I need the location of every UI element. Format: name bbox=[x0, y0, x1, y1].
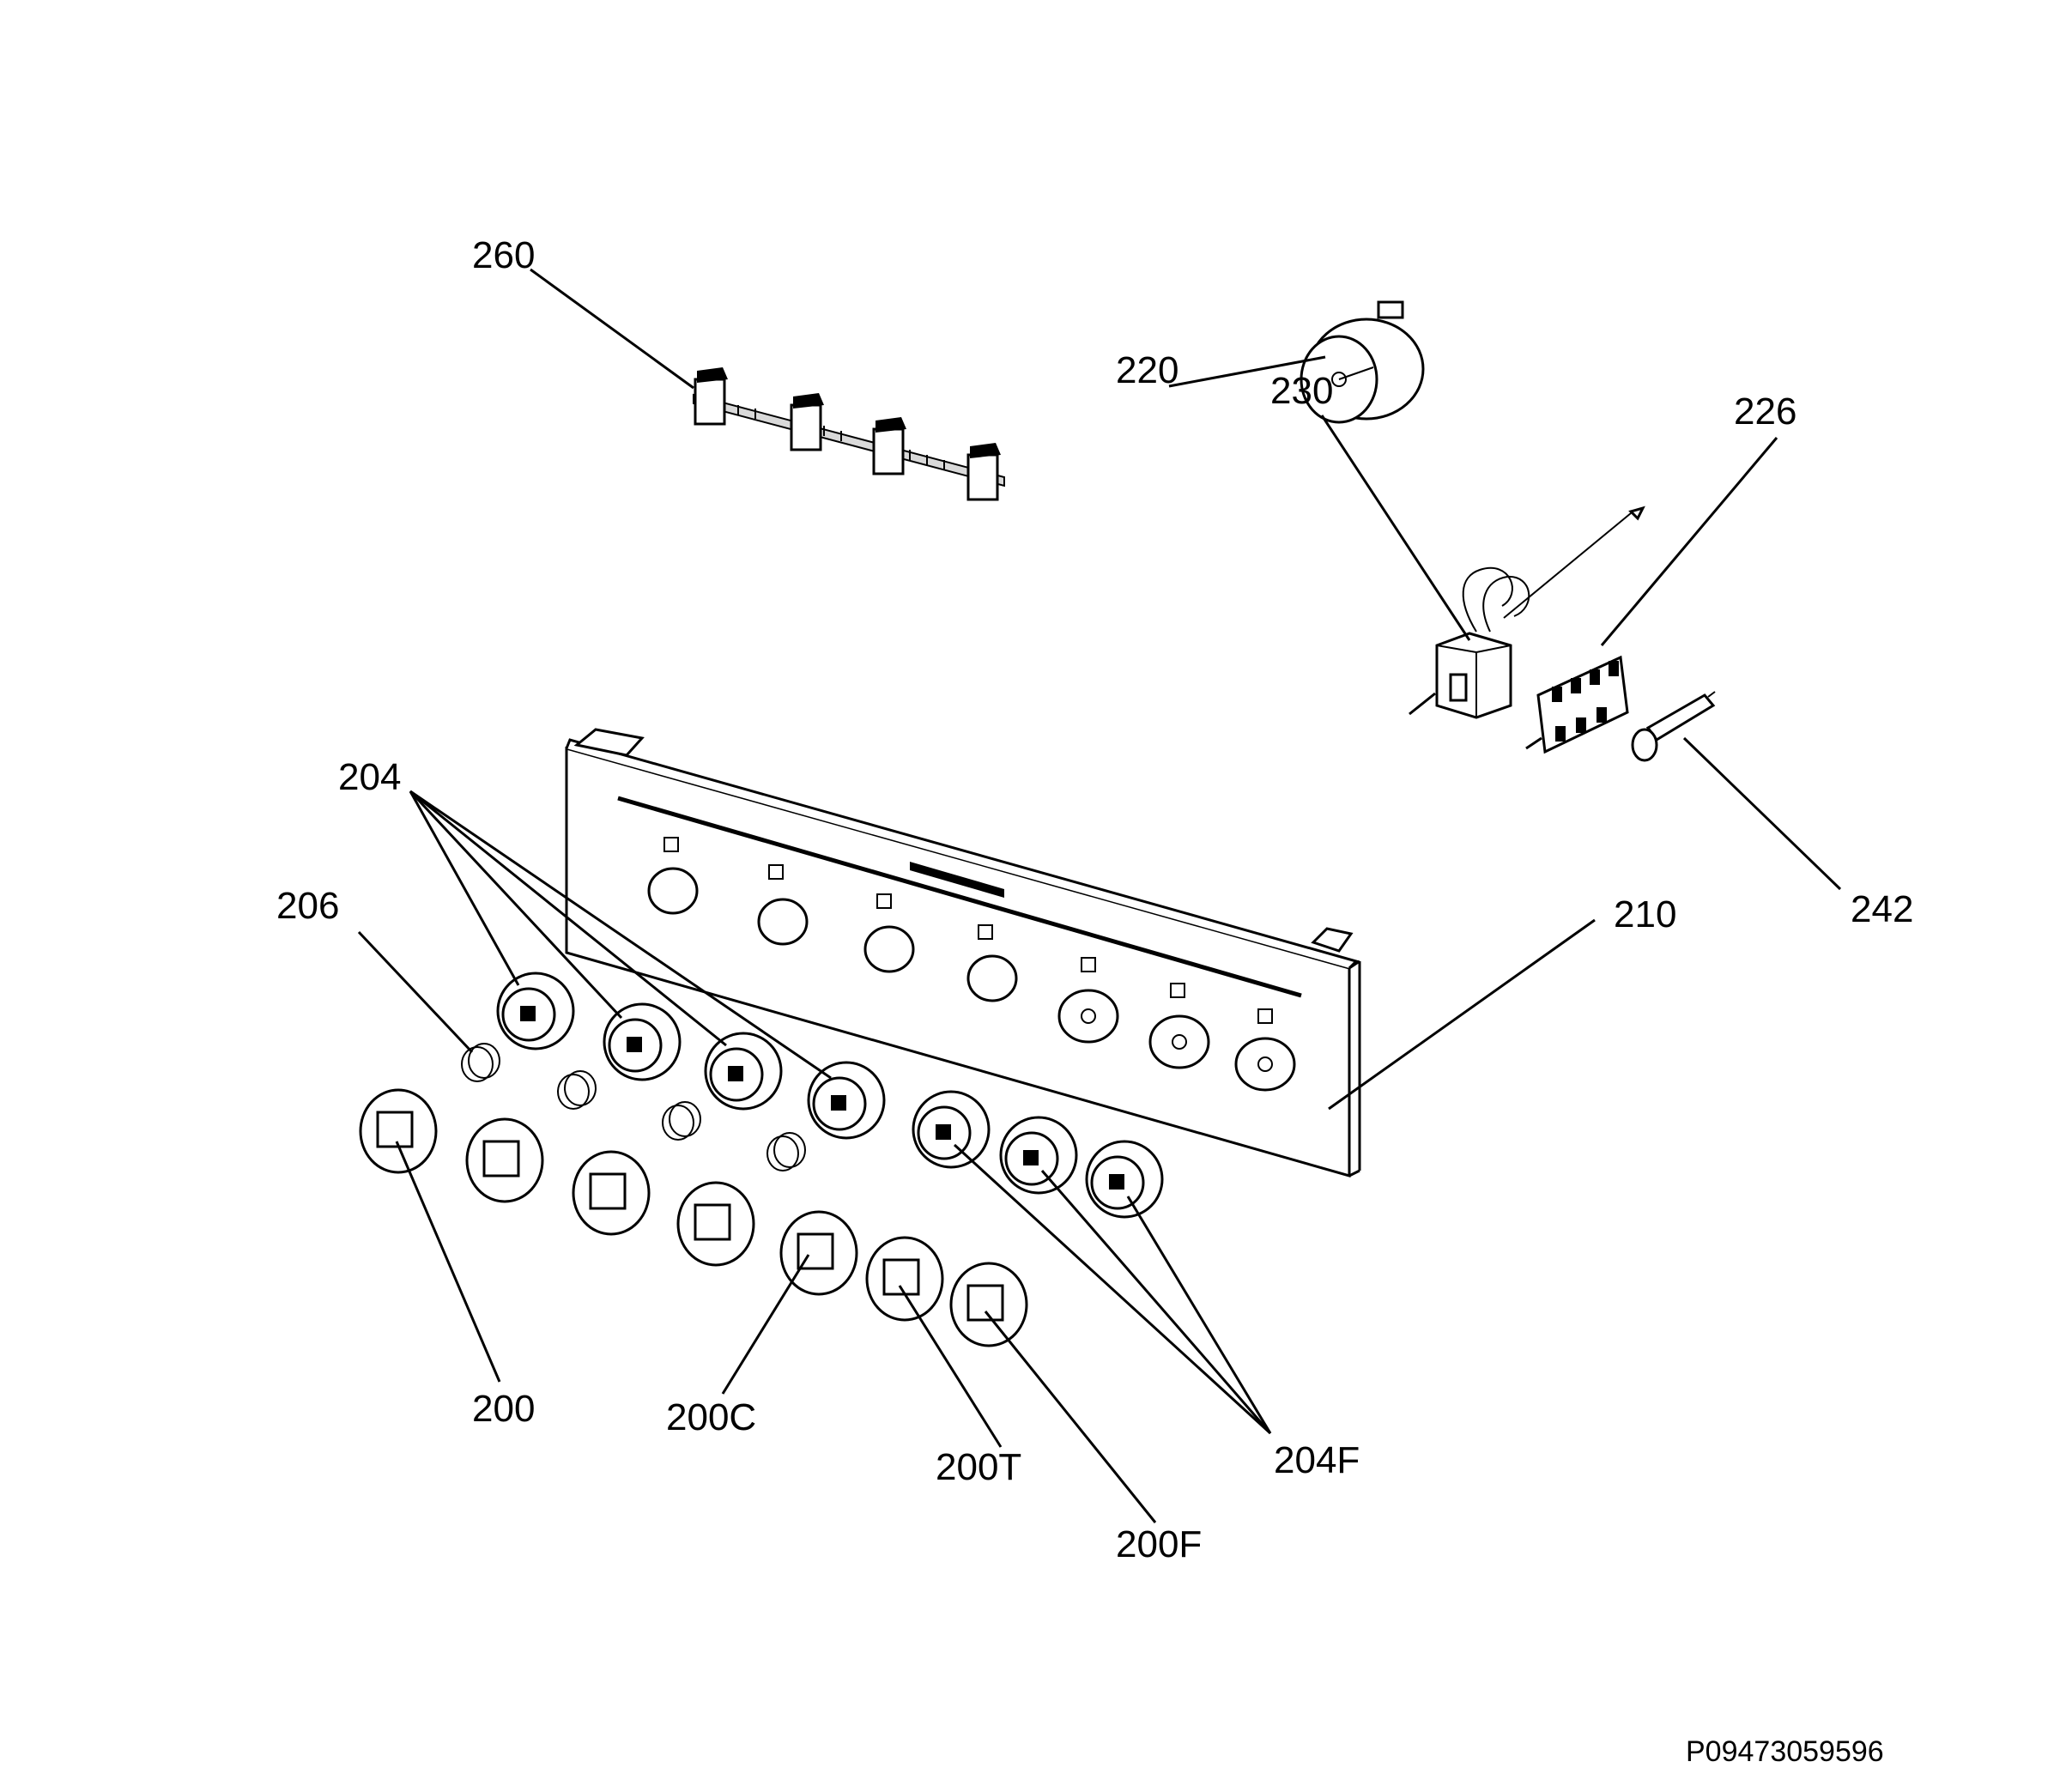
leader-lines bbox=[357, 268, 1842, 1523]
document-number: P09473059596 bbox=[1686, 1735, 1884, 1768]
callout-200F: 200F bbox=[1116, 1523, 1202, 1565]
callout-242: 242 bbox=[1851, 888, 1913, 930]
part-226-selector-switch bbox=[1525, 655, 1629, 754]
callout-206: 206 bbox=[276, 885, 339, 927]
callout-230: 230 bbox=[1270, 370, 1333, 412]
callout-226: 226 bbox=[1734, 390, 1796, 433]
callout-220: 220 bbox=[1116, 349, 1178, 391]
part-200-knobs bbox=[359, 1088, 1028, 1347]
part-210-control-panel bbox=[565, 728, 1361, 1178]
callout-204F: 204F bbox=[1274, 1439, 1360, 1481]
part-242-sensor bbox=[1631, 691, 1716, 762]
callout-200: 200 bbox=[472, 1388, 535, 1430]
callout-labels: 260 220 230 226 204 206 210 242 200 200C… bbox=[276, 234, 1913, 1768]
part-206-springs bbox=[461, 1043, 806, 1171]
part-220-timer bbox=[1300, 300, 1425, 424]
part-230-thermostat bbox=[1409, 506, 1645, 719]
callout-210: 210 bbox=[1614, 893, 1676, 935]
part-260-ignition-switch-rail bbox=[693, 367, 1005, 501]
callout-260: 260 bbox=[472, 234, 535, 276]
callout-200T: 200T bbox=[936, 1446, 1021, 1488]
callout-204: 204 bbox=[338, 756, 401, 798]
part-204-knob-bezels bbox=[496, 972, 1164, 1219]
callout-200C: 200C bbox=[666, 1396, 756, 1438]
